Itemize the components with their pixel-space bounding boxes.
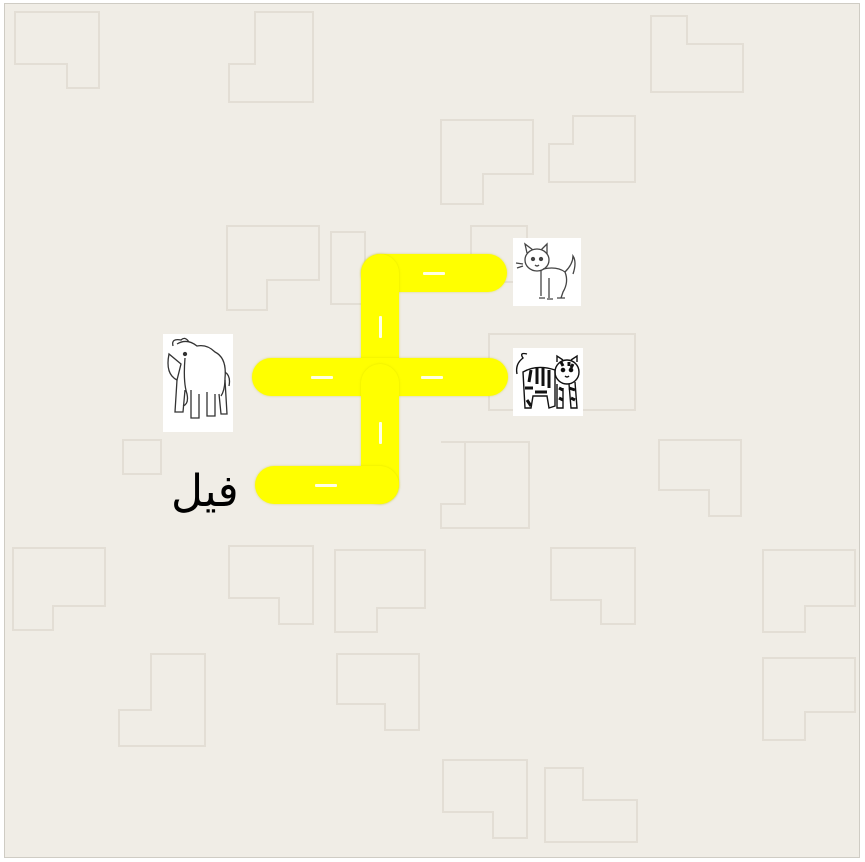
cat-card[interactable] [513,238,581,306]
tiger-icon [515,352,580,409]
road-dash [423,272,445,275]
elephant-card[interactable] [163,334,233,432]
road-dash [315,484,337,487]
road-dash [421,376,443,379]
cat-icon [515,242,576,300]
road-dash [379,316,382,338]
word-label: فيل [171,466,239,517]
road-dash [379,422,382,444]
elephant-icon [167,337,231,419]
background-pattern [12,11,856,843]
road-dash [311,376,333,379]
game-board: فيل [4,3,860,858]
tiger-card[interactable] [513,348,583,416]
